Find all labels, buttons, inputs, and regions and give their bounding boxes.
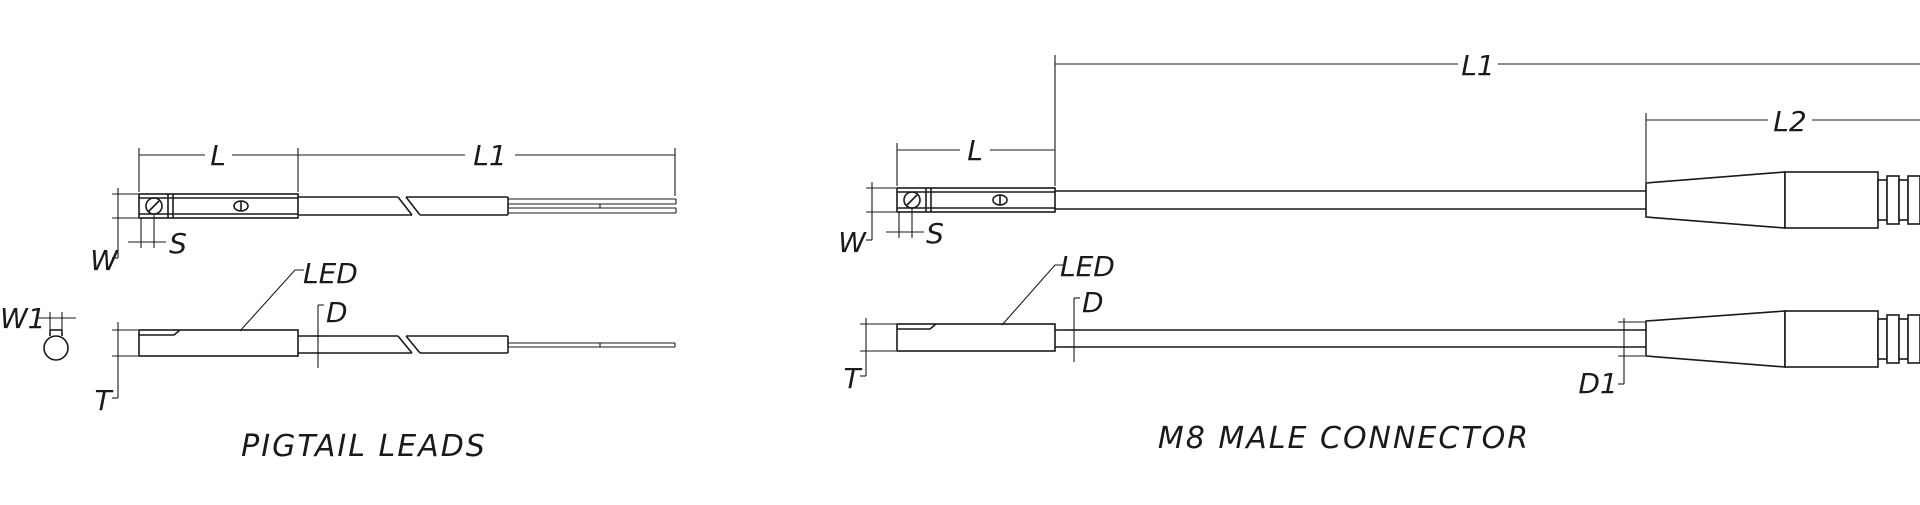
m8-dim-D: D [1066,286,1104,362]
pigtail-label-D: D [326,296,348,329]
pigtail-label-T: T [94,384,113,417]
m8-label-D: D [1082,286,1104,319]
pigtail-sensor-side-view [138,329,676,357]
pigtail-assembly: L L1 W S [0,139,677,464]
pigtail-dim-D: D [310,296,348,368]
m8-assembly: L L1 L2 W S [838,49,1920,456]
m8-dim-S: S [886,208,944,250]
m8-label-LED: LED [1060,250,1115,283]
m8-label-L2: L2 [1773,105,1806,138]
m8-label-D1: D1 [1578,367,1617,400]
pigtail-label-W: W [90,244,119,277]
pigtail-sensor-top-view [138,193,299,219]
pigtail-label-S: S [169,227,187,260]
pigtail-label-LED: LED [303,257,358,290]
led-window-icon [233,200,249,212]
pigtail-label-W1: W1 [0,302,46,335]
pigtail-cable-top-view [298,196,677,216]
m8-cable-top-view [1055,171,1920,229]
m8-label-S: S [926,217,944,250]
m8-dim-L: L [896,55,1056,186]
led-window-icon [992,194,1008,206]
m8-label-T: T [843,362,862,395]
m8-dim-D1: D1 [1578,318,1645,400]
pigtail-dim-L1: L1 [298,139,676,196]
pigtail-dim-W: W [90,188,138,277]
m8-label-W: W [838,226,867,259]
m8-dim-L2: L2 [1645,105,1920,182]
pigtail-label-L1: L1 [473,139,506,172]
pigtail-label-L: L [210,139,226,172]
m8-sensor-side-view [896,310,1920,368]
pigtail-dim-T: T [94,322,138,417]
pigtail-led-leader: LED [239,257,358,332]
m8-dim-W: W [838,182,896,259]
m8-dim-L1: L1 [1055,49,1920,82]
m8-sensor-top-view [896,187,1056,213]
m8-dim-T: T [843,318,896,395]
pigtail-dim-L: L [138,139,299,192]
m8-caption: M8 MALE CONNECTOR [1158,421,1530,456]
m8-connector-thread-icon [1877,175,1920,225]
m8-led-leader: LED [1001,250,1115,326]
m8-label-L: L [967,134,983,167]
pigtail-end-view: W1 [0,302,76,361]
pigtail-dim-S: S [128,214,187,260]
pigtail-caption: PIGTAIL LEADS [241,429,487,464]
m8-label-L1: L1 [1461,49,1494,82]
m8-connector-thread-side-icon [1877,314,1920,364]
